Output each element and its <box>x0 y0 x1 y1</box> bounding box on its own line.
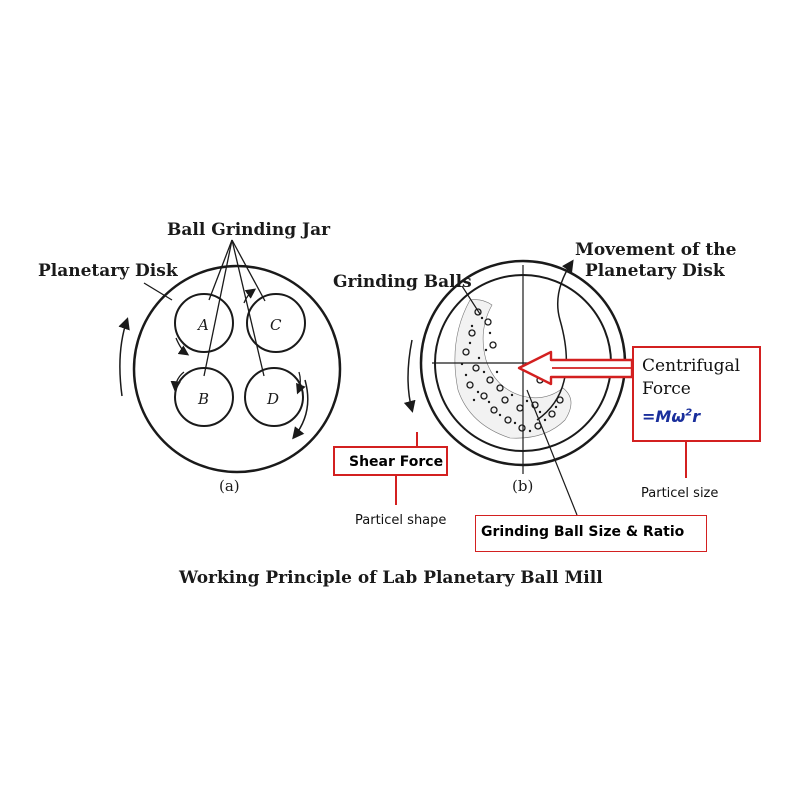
jar-c <box>246 293 306 353</box>
centrifugal-formula: =Mω2r <box>642 407 700 426</box>
pointer-jar-a <box>208 239 233 301</box>
movement-arrow <box>536 259 574 421</box>
formula-main: Mω <box>655 407 686 426</box>
grinding-ball-size-label: Grinding Ball Size & Ratio <box>481 524 685 540</box>
jar-d-label: D <box>266 390 279 408</box>
jar-c-rotation-arrow <box>243 288 257 304</box>
centrifugal-force-arrow <box>517 350 634 386</box>
disk-a-rotation-left-arrow <box>118 317 130 397</box>
planetary-disk-label: Planetary Disk <box>38 261 179 281</box>
pointer-jar-b <box>203 239 233 377</box>
jar-b-label: B <box>197 390 209 408</box>
jar-a-label: A <box>196 316 209 334</box>
jar-d <box>244 367 304 427</box>
centrifugal-label-line2: Force <box>642 379 691 399</box>
ball-grinding-jar-label: Ball Grinding Jar <box>167 220 331 240</box>
disk-b-rotation-arrow <box>403 339 416 413</box>
formula-equals: = <box>642 407 656 426</box>
jar-a-rotation-arrow <box>175 337 190 356</box>
formula-exponent: 2 <box>685 407 693 419</box>
grinding-particles <box>460 316 558 433</box>
planetary-disk-a: A C B D <box>118 239 342 474</box>
particle-shape-label: Particel shape <box>355 513 447 528</box>
shear-force-box: Shear Force <box>333 446 448 476</box>
jar-d-rotation-arrow <box>296 371 306 395</box>
movement-label-line2: Planetary Disk <box>585 261 726 281</box>
pointer-grinding-ball-size <box>526 389 578 516</box>
shear-force-label: Shear Force <box>349 454 444 470</box>
disk-a-outline <box>132 264 342 474</box>
pointer-planetary-disk <box>143 282 173 301</box>
jar-b-rotation-arrow <box>170 371 185 392</box>
formula-suffix: r <box>692 407 701 426</box>
particle-size-label: Particel size <box>641 486 719 501</box>
jar-a <box>174 293 234 353</box>
jar-b <box>174 367 234 427</box>
pointer-jar-c <box>231 239 266 302</box>
centrifugal-force-box: Centrifugal Force =Mω2r <box>632 346 761 442</box>
grinding-balls-label: Grinding Balls <box>333 272 472 292</box>
pointer-grinding-balls <box>461 285 481 315</box>
movement-label-line1: Movement of the <box>575 240 737 260</box>
centrifugal-label-line1: Centrifugal <box>642 356 741 376</box>
jar-c-label: C <box>270 316 282 334</box>
diagram-title: Working Principle of Lab Planetary Ball … <box>178 568 603 588</box>
pointer-jar-d <box>231 239 265 377</box>
disk-a-rotation-right-arrow <box>292 379 309 440</box>
caption-a: (a) <box>219 477 240 495</box>
caption-b: (b) <box>512 477 533 495</box>
grinding-ball-size-box: Grinding Ball Size & Ratio <box>475 515 707 552</box>
